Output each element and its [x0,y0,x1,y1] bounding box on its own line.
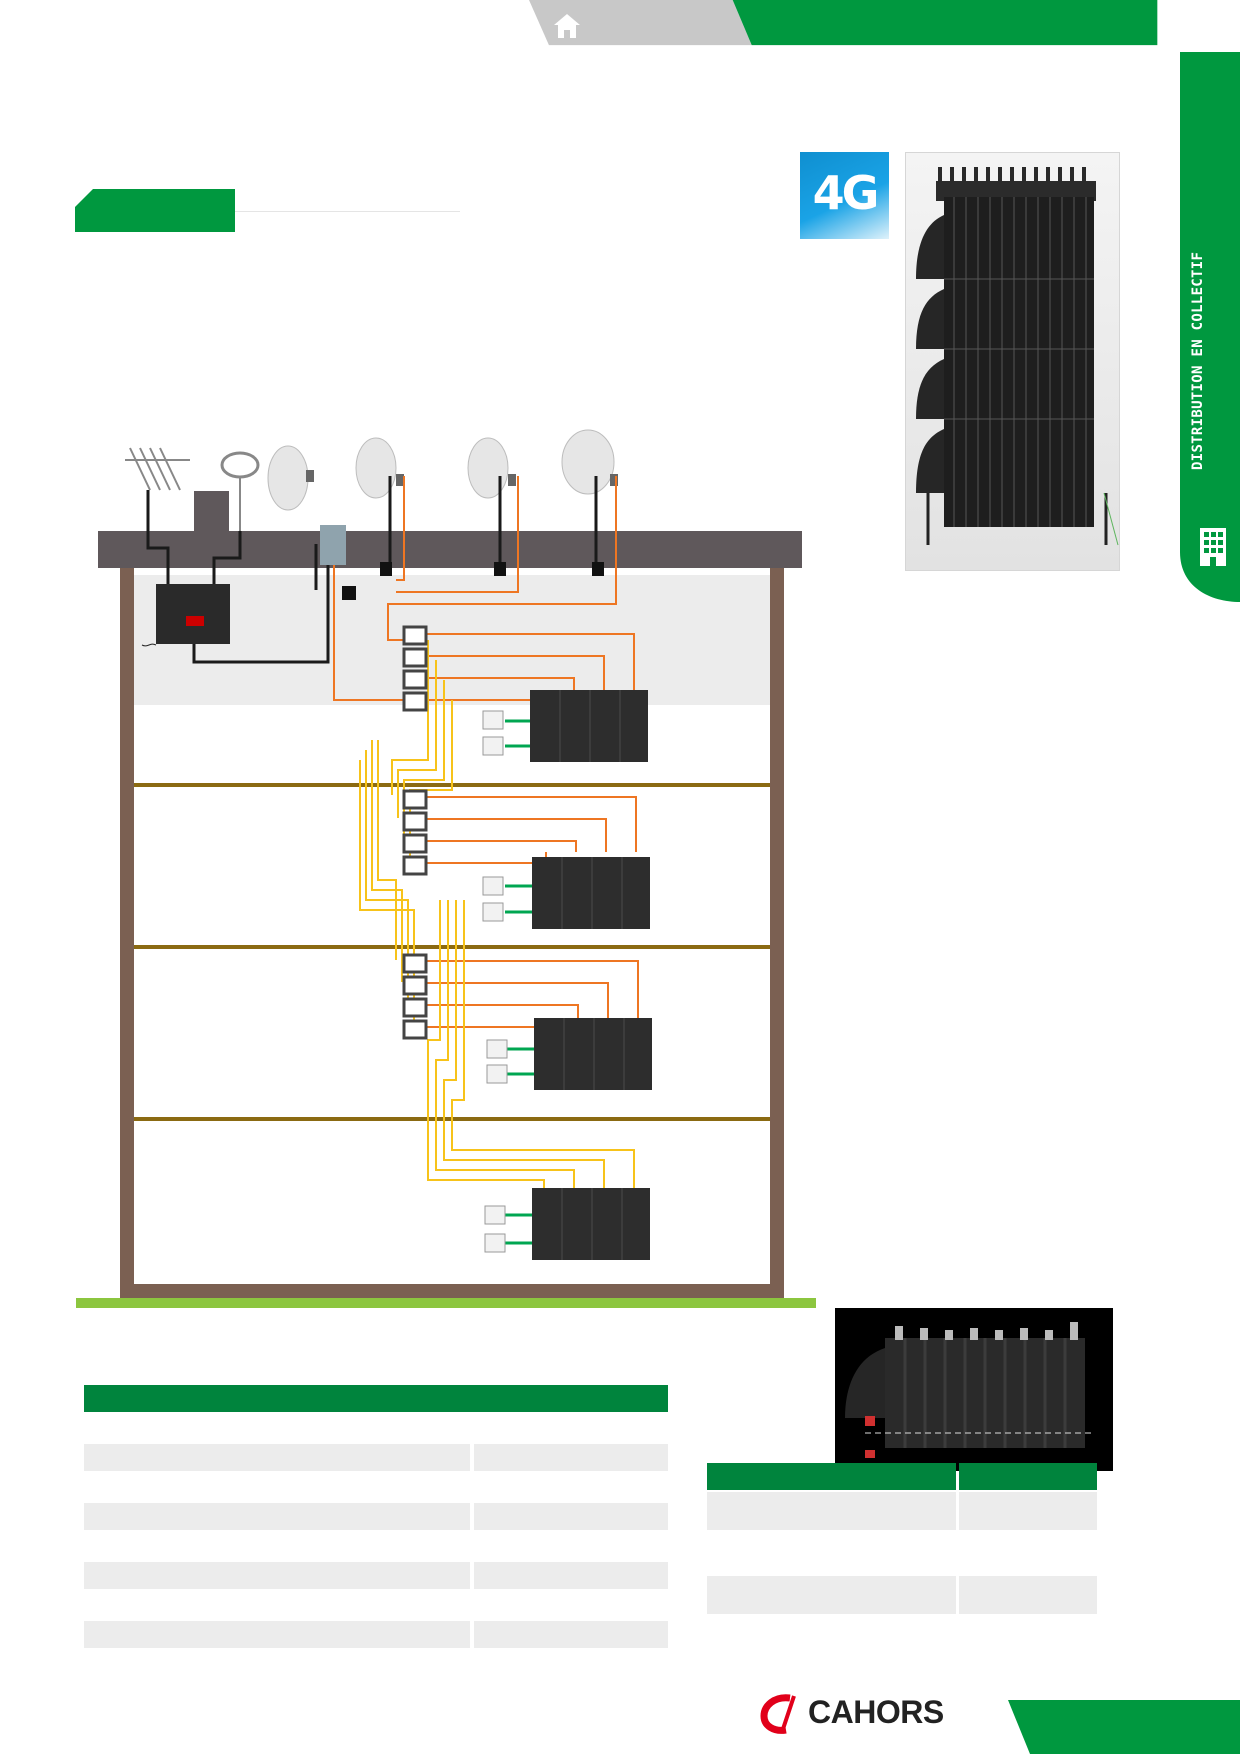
amplifier-icon [494,562,506,576]
satellite-dish-icon [467,437,516,499]
splitter-group [402,625,428,1040]
side-tab-label: DISTRIBUTION EN COLLECTIF [1190,251,1206,470]
roof [98,531,802,568]
right-wall [770,568,784,1288]
section-heading-rule [235,211,460,212]
installation-diagram [76,429,816,1308]
table-row [959,1576,1097,1614]
ground-floor-slab [120,1284,784,1298]
table-row [707,1576,956,1614]
badge-4g: 4G [800,152,889,239]
table-row [474,1621,668,1648]
power-plug-icon [141,643,157,647]
table-row [707,1492,956,1530]
table-row [474,1444,668,1471]
side-tab-corner [1180,52,1210,72]
splitter-icon [320,525,346,565]
multiswitch-icon [845,1322,1095,1458]
amplifier-icon [380,562,392,576]
top-header-band [529,0,1158,46]
terrestrial-antenna-icon [220,451,260,531]
section-side-tab[interactable] [1180,52,1240,602]
multiswitch-group [530,690,652,1260]
home-icon[interactable] [552,12,582,40]
cahors-logo-icon [760,1694,796,1734]
brand-logo-text: CAHORS [808,1694,944,1730]
wall-outlet-group [482,710,508,1253]
table-row [474,1503,668,1530]
table-row [84,1503,470,1530]
section-heading-tab [75,189,235,232]
satellite-dish-icon [267,445,314,511]
satellite-dish-icon [355,437,404,499]
left-wall [120,568,134,1288]
terrestrial-antenna-icon [125,447,190,530]
table-row [84,1562,470,1589]
table-header [84,1385,668,1412]
amplifier-icon [156,584,230,644]
floor-line [134,945,770,949]
table-row [474,1562,668,1589]
table-row [84,1444,470,1471]
multiswitch-product-photo [905,152,1120,571]
table-header [959,1463,1097,1490]
amplifier-icon [592,562,604,576]
table-header [707,1463,956,1490]
table-row [84,1621,470,1648]
ground [76,1298,816,1308]
multiswitch-icon [916,167,1119,546]
building-icon [1200,528,1226,566]
amplifier-icon [342,586,356,600]
footer-green-band [1008,1700,1240,1754]
satellite-dish-icon [561,429,618,495]
multiswitch-side-photo [835,1308,1113,1471]
chimney [194,491,229,531]
table-row [959,1492,1097,1530]
